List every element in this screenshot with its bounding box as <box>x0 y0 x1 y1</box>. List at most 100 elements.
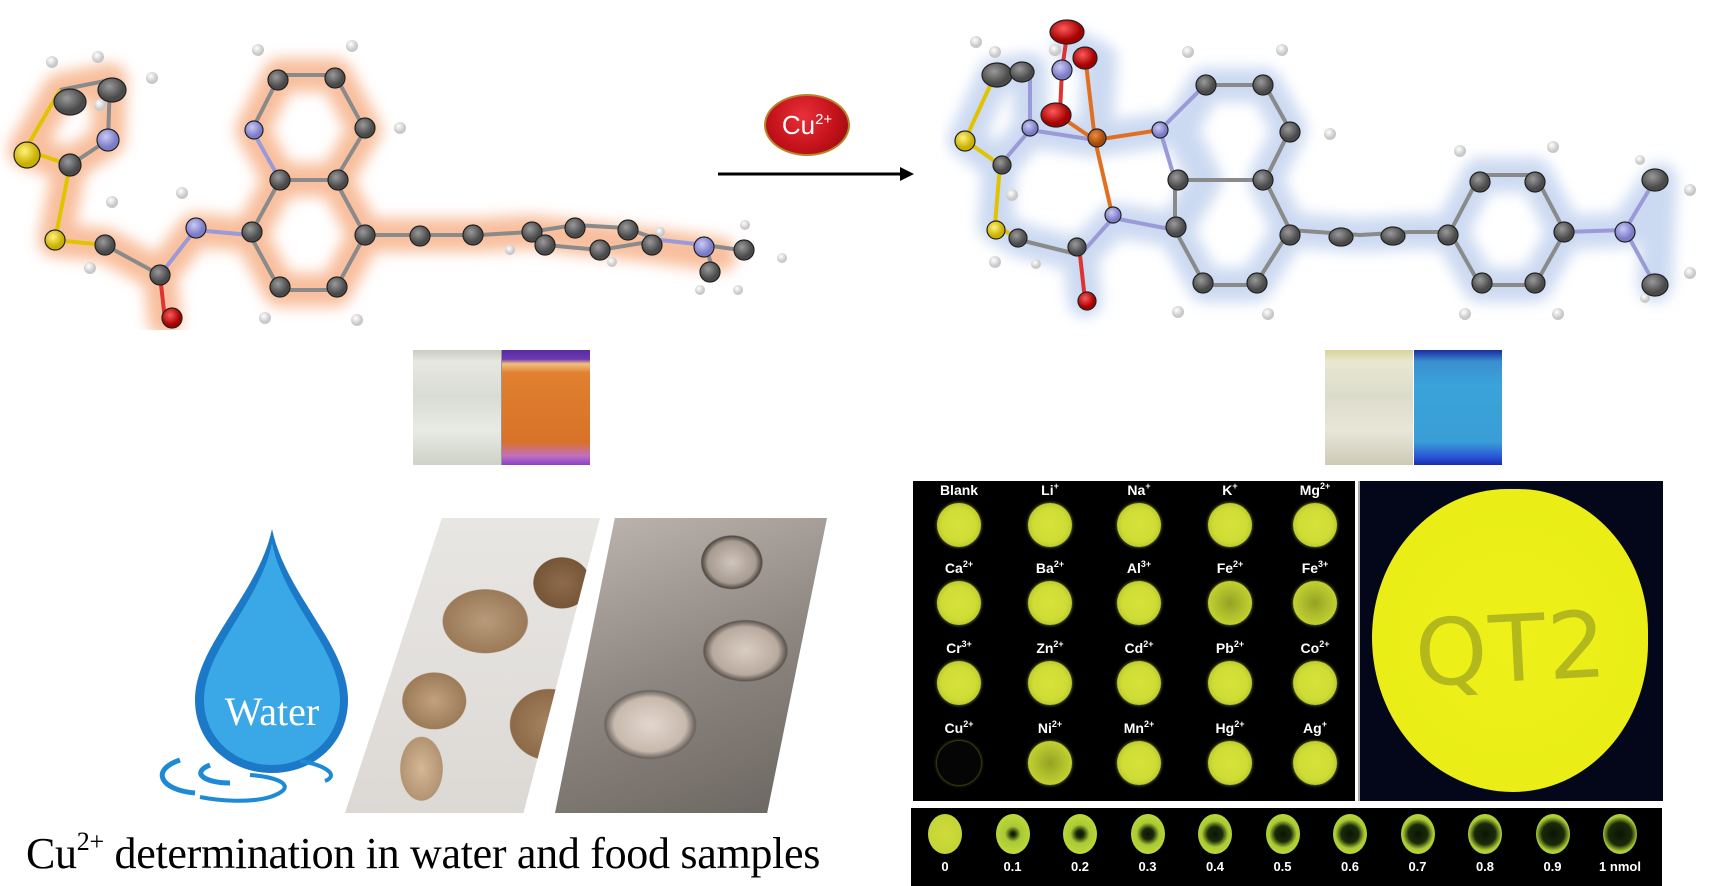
ion-label: Hg2+ <box>1215 719 1245 737</box>
ion-label: Al3+ <box>1126 559 1152 577</box>
ligand-vial-daylight <box>413 350 502 465</box>
ion-label: Fe3+ <box>1301 559 1329 577</box>
ion-charge: 2+ <box>1051 719 1063 729</box>
complex-vials <box>1325 350 1502 465</box>
ion-label: Pb2+ <box>1215 639 1245 657</box>
fluorescent-spot <box>1117 503 1161 547</box>
ion-charge: 3+ <box>1318 559 1329 569</box>
ion-label: Cd2+ <box>1124 639 1154 657</box>
fluorescent-spot <box>1130 814 1165 854</box>
ion-charge: 2+ <box>1319 481 1331 491</box>
fluorescent-spot <box>1028 661 1072 705</box>
concentration-label: 0.3 <box>1138 859 1157 874</box>
fluorescent-spot <box>1117 661 1161 705</box>
ion-label: Co2+ <box>1300 639 1330 657</box>
ion-spot-na-plus: Na+ <box>1097 481 1181 547</box>
fluorescent-spot <box>1208 741 1252 785</box>
fluorescent-spot <box>1333 814 1367 854</box>
ion-charge: 2+ <box>1233 559 1244 569</box>
concentration-label: 0.2 <box>1070 859 1090 874</box>
concentration-spot-9: 0.9 <box>1523 814 1583 874</box>
fluorescent-spot <box>1028 581 1072 625</box>
ion-label: Ba2+ <box>1035 559 1065 577</box>
fluorescent-spot <box>1198 814 1232 854</box>
ion-spot-fe-2plus: Fe2+ <box>1188 559 1272 625</box>
fluorescent-spot <box>1400 814 1435 854</box>
concentration-label: 0.7 <box>1408 859 1427 874</box>
water-drop-icon: Water <box>159 529 348 803</box>
ion-spot-cr-3plus: Cr3+ <box>917 639 1001 705</box>
complex-vial-uv <box>1414 350 1502 465</box>
ion-label: Na+ <box>1127 481 1151 499</box>
ion-label: Zn2+ <box>1036 639 1064 657</box>
ion-spot-cu-2plus: Cu2+ <box>917 719 1001 785</box>
ion-spot-mn-2plus: Mn2+ <box>1097 719 1181 785</box>
concentration-label: 0.1 <box>1003 859 1022 874</box>
fluorescent-spot <box>1208 661 1252 705</box>
ion-label: Mn2+ <box>1123 719 1155 737</box>
fluorescent-spot <box>1293 581 1337 625</box>
fluorescent-spot <box>1117 741 1161 785</box>
concentration-label: 0.6 <box>1340 859 1360 874</box>
ion-charge: 3+ <box>961 639 972 649</box>
ion-spot-hg-2plus: Hg2+ <box>1188 719 1272 785</box>
fluorescent-spot <box>928 814 962 854</box>
ion-label: Fe2+ <box>1216 559 1244 577</box>
fluorescent-spot <box>1063 814 1097 854</box>
ion-charge: + <box>1232 481 1238 491</box>
ion-spot-ba-2plus: Ba2+ <box>1008 559 1092 625</box>
complex-structure <box>948 19 1696 320</box>
ion-label: K+ <box>1222 481 1238 499</box>
ligand-vials <box>413 350 590 465</box>
fluorescent-spot <box>1265 814 1300 854</box>
ion-charge: + <box>1053 481 1059 491</box>
concentration-label: 0.9 <box>1543 859 1562 874</box>
concentration-spot-2: 0.2 <box>1050 814 1110 874</box>
ion-charge: 2+ <box>963 719 974 729</box>
ion-label: Blank <box>939 482 979 498</box>
concentration-spot-10: 1 nmol <box>1590 814 1650 874</box>
ion-charge: 2+ <box>1319 639 1330 649</box>
concentration-label: 0.5 <box>1273 859 1292 874</box>
ion-charge: 2+ <box>1053 559 1065 569</box>
ion-spot-cd-2plus: Cd2+ <box>1097 639 1181 705</box>
fluorescent-spot <box>1293 503 1337 547</box>
concentration-label: 0 <box>941 859 949 874</box>
ion-charge: 2+ <box>1053 639 1064 649</box>
test-paper-panel: QT2 <box>1358 481 1663 801</box>
reaction-arrow-icon <box>718 167 914 181</box>
fluorescent-spot <box>1468 814 1502 854</box>
ion-label: Ca2+ <box>944 559 974 577</box>
ion-spot-ag-plus: Ag+ <box>1273 719 1357 785</box>
ion-spot-pb-2plus: Pb2+ <box>1188 639 1272 705</box>
ion-charge: 2+ <box>1143 719 1155 729</box>
cu-ion-symbol: Cu <box>781 110 816 140</box>
concentration-spot-0: 0 <box>915 814 975 874</box>
water-label: Water <box>225 689 320 734</box>
ion-label: Li+ <box>1041 481 1059 499</box>
concentration-spot-7: 0.7 <box>1388 814 1448 874</box>
ion-charge: + <box>1321 719 1327 729</box>
ion-spot-k-plus: K+ <box>1188 481 1272 547</box>
caption-text: determination in water and food samples <box>103 829 821 878</box>
ion-spot-ca-2plus: Ca2+ <box>917 559 1001 625</box>
fluorescent-spot <box>1208 581 1252 625</box>
graphical-abstract-caption: Cu2+ determination in water and food sam… <box>26 828 820 879</box>
cu-ion-badge: Cu2+ <box>764 94 850 156</box>
ion-spot-mg-2plus: Mg2+ <box>1273 481 1357 547</box>
concentration-spot-8: 0.8 <box>1455 814 1515 874</box>
ion-spot-fe-3plus: Fe3+ <box>1273 559 1357 625</box>
caption-charge: 2+ <box>76 827 104 856</box>
ion-spot-blank: Blank <box>917 481 1001 547</box>
fluorescent-spot <box>995 814 1030 854</box>
ion-charge: 2+ <box>1233 639 1245 649</box>
oyster-photo <box>555 518 827 813</box>
ion-label: Cr3+ <box>946 639 972 657</box>
ion-charge: 2+ <box>1234 719 1245 729</box>
ion-spot-li-plus: Li+ <box>1008 481 1092 547</box>
test-paper-label: QT2 <box>1412 591 1611 708</box>
ligand-structure <box>8 40 787 330</box>
ion-spot-zn-2plus: Zn2+ <box>1008 639 1092 705</box>
ion-charge: 2+ <box>962 559 974 569</box>
